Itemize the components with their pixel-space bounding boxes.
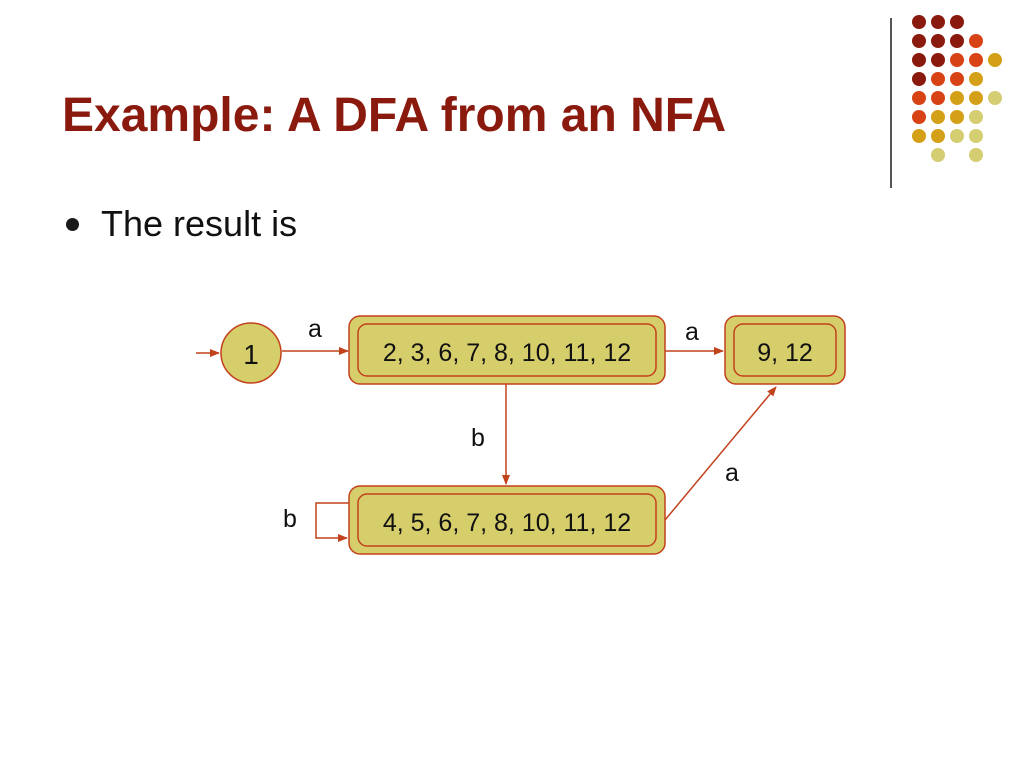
decor-dot [912,15,926,29]
state-b-label: 4, 5, 6, 7, 8, 10, 11, 12 [383,509,631,537]
label-b-to-final: a [725,459,739,487]
bullet-text: The result is [101,203,298,244]
decor-dot [988,91,1002,105]
state-final-label: 9, 12 [757,339,813,367]
label-a-to-final: a [685,318,699,346]
decor-dot [931,129,945,143]
decor-dot [931,15,945,29]
decor-dot [969,53,983,67]
bullet-item: The result is [66,203,297,245]
decor-dot [969,72,983,86]
label-start-to-a: a [308,315,322,343]
decor-dot [969,110,983,124]
title-divider [890,18,892,188]
decor-dot [969,148,983,162]
slide-title: Example: A DFA from an NFA [62,89,727,142]
decor-dot [950,15,964,29]
decor-dot [988,53,1002,67]
decor-dot [969,129,983,143]
decor-dot [969,91,983,105]
edge-b-self-loop [315,502,349,542]
decor-dot [912,53,926,67]
decor-dot [912,34,926,48]
state-start [220,322,282,384]
state-final-inner [733,323,837,377]
decor-dot [931,91,945,105]
decor-dot [931,53,945,67]
decor-dot [950,110,964,124]
decor-dot [931,148,945,162]
decor-dot [950,34,964,48]
decor-dot [950,91,964,105]
state-b-inner [357,493,657,547]
bullet-icon [66,217,79,231]
decor-dot [950,129,964,143]
decor-dot [950,72,964,86]
decor-dot [912,129,926,143]
state-start-label: 1 [243,339,259,370]
decor-dot [931,110,945,124]
decor-dot [912,91,926,105]
label-b-self: b [283,505,297,533]
decor-dot [950,53,964,67]
state-a-inner [357,323,657,377]
decor-dot [969,34,983,48]
decor-dot [931,72,945,86]
decor-dot [931,34,945,48]
decorative-dot-grid [912,15,1002,162]
decor-dot [912,110,926,124]
label-a-to-b: b [471,424,485,452]
edge-b-to-final [664,386,777,521]
decor-dot [912,72,926,86]
state-a-label: 2, 3, 6, 7, 8, 10, 11, 12 [383,339,631,367]
